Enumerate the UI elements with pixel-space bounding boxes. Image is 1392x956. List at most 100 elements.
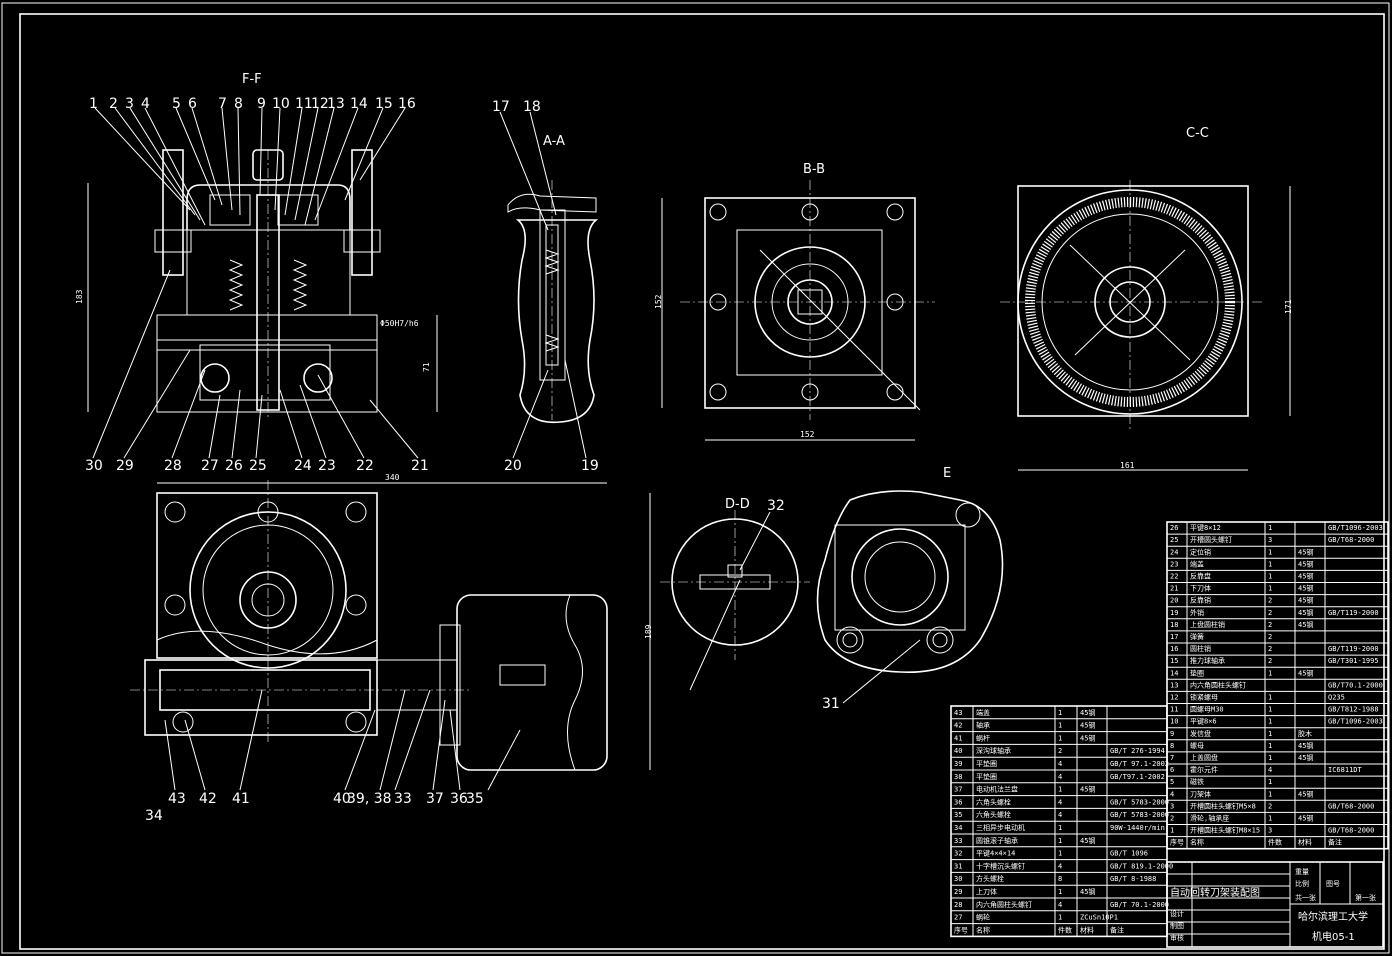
bom-cell-name: 方头螺栓 <box>976 874 1004 883</box>
title-weight: 重量 <box>1295 868 1309 876</box>
bom-cell-qty: 3 <box>1268 536 1272 544</box>
title-class: 机电05-1 <box>1312 930 1355 943</box>
bom-cell-mat: 45钢 <box>1298 668 1313 677</box>
part-label: 17 <box>492 99 510 115</box>
bom-cell-std: GB/T 1096 <box>1110 850 1148 858</box>
bom-cell-qty: 1 <box>1268 718 1272 726</box>
bom-cell-no: 22 <box>1170 573 1178 581</box>
bom-cell-name: 六角头螺栓 <box>976 810 1011 819</box>
ff-part-labels-top: 1 2 3 4 5 6 7 8 9 10 11 12 13 14 15 16 <box>89 96 416 112</box>
bom-cell-std: GB/T68-2000 <box>1328 536 1374 544</box>
part-label: 5 <box>172 96 181 112</box>
bom-cell-qty: 3 <box>1268 827 1272 835</box>
bom-cell-no: 37 <box>954 786 962 794</box>
bom-cell-no: 12 <box>1170 694 1178 702</box>
bom-cell-qty: 1 <box>1058 824 1062 832</box>
bom-cell-name: 端盖 <box>976 708 990 717</box>
bom-cell-no: 9 <box>1170 730 1174 738</box>
bom-header-qty: 件数 <box>1058 925 1072 934</box>
part-label: 31 <box>822 696 840 712</box>
bom-cell-qty: 2 <box>1268 657 1272 665</box>
bom-cell-no: 17 <box>1170 633 1178 641</box>
bom-cell-no: 36 <box>954 798 962 806</box>
bom-cell-std: GB/T 70.1-2000 <box>1110 901 1169 909</box>
section-ff-view: F-F 183 71 Φ50H7/h6 <box>75 72 438 459</box>
bom-cell-name: 外销 <box>1190 608 1204 617</box>
bom-cell-qty: 1 <box>1268 706 1272 714</box>
bom-cell-no: 20 <box>1170 597 1178 605</box>
bom-cell-qty: 2 <box>1268 633 1272 641</box>
bom-header-name: 名称 <box>976 925 990 934</box>
part-label: 33 <box>394 791 412 807</box>
title-drawing-no: 图号 <box>1326 880 1340 888</box>
bom-cell-std: GB/T 8-1988 <box>1110 875 1156 883</box>
part-label: 8 <box>234 96 243 112</box>
section-aa-view: A-A 17 18 20 19 <box>492 99 599 474</box>
bom-cell-mat: 45钢 <box>1080 785 1095 794</box>
bom-cell-no: 19 <box>1170 609 1178 617</box>
bom-cell-mat: 45钢 <box>1298 789 1313 798</box>
part-label: 22 <box>356 458 374 474</box>
bom-cell-name: 深沟球轴承 <box>976 746 1011 755</box>
part-label: 36 <box>450 791 468 807</box>
bom-cell-std: 90W-1440r/min <box>1110 824 1165 832</box>
bom-cell-name: 反靠销 <box>1190 596 1211 605</box>
bom-cell-no: 24 <box>1170 548 1178 556</box>
bom-cell-no: 21 <box>1170 585 1178 593</box>
bom-cell-mat: 45钢 <box>1298 741 1313 750</box>
bom-cell-qty: 2 <box>1268 609 1272 617</box>
bom-cell-qty: 2 <box>1268 621 1272 629</box>
bom-cell-name: 圆螺母M30 <box>1190 705 1224 714</box>
bom-cell-std: GB/T1096-2003 <box>1328 718 1383 726</box>
bom-cell-name: 推力球轴承 <box>1190 656 1225 665</box>
bom-cell-name: 锁紧螺母 <box>1190 693 1218 702</box>
cc-width-dim: 161 <box>1120 461 1135 470</box>
part-label: 27 <box>201 458 219 474</box>
bom-cell-name: 六角头螺栓 <box>976 797 1011 806</box>
section-e-view: E 31 <box>816 466 1004 712</box>
part-label: 3 <box>125 96 134 112</box>
bom-cell-no: 39 <box>954 760 962 768</box>
bom-cell-no: 41 <box>954 734 962 742</box>
ff-part-labels-bottom: 30 29 28 27 26 25 24 23 22 21 <box>85 458 429 474</box>
bom-cell-std: GB/T1096-2003 <box>1328 524 1383 532</box>
part-label: 21 <box>411 458 429 474</box>
part-label: 24 <box>294 458 312 474</box>
bom-cell-std: GB/T70.1-2000 <box>1328 681 1383 689</box>
bom-cell-name: 平键4×4×14 <box>976 849 1015 858</box>
bom-cell-mat: ZCuSn10P1 <box>1080 914 1118 922</box>
bom-cell-mat: 45钢 <box>1298 559 1313 568</box>
part-label: 16 <box>398 96 416 112</box>
bom-cell-name: 蜗轮 <box>976 913 990 922</box>
section-cc-title: C-C <box>1186 126 1209 141</box>
bom-cell-qty: 1 <box>1058 734 1062 742</box>
bom-cell-name: 平键8×6 <box>1190 717 1217 726</box>
bom-cell-name: 上盖圆盘 <box>1190 753 1218 762</box>
bom-header-mat: 材料 <box>1080 925 1094 934</box>
bom-cell-name: 螺母 <box>1190 741 1204 750</box>
part-label: 32 <box>767 498 785 514</box>
bom-header-mat: 材料 <box>1298 838 1312 847</box>
bom-cell-name: 平垫圈 <box>976 772 997 781</box>
bom-cell-mat: 45钢 <box>1298 620 1313 629</box>
bom-cell-mat: 45钢 <box>1298 572 1313 581</box>
bom-cell-name: 霍尔元件 <box>1190 765 1218 774</box>
bom-cell-qty: 1 <box>1268 560 1272 568</box>
bom-cell-no: 6 <box>1170 766 1174 774</box>
part-label: 9 <box>257 96 266 112</box>
part-label: 20 <box>504 458 522 474</box>
part-label: 34 <box>145 808 163 824</box>
title-school: 哈尔滨理工大学 <box>1298 910 1368 923</box>
bom-cell-name: 刀架体 <box>1190 789 1211 798</box>
section-bb-title: B-B <box>803 162 825 177</box>
bom-cell-mat: 45钢 <box>1298 584 1313 593</box>
bom-cell-qty: 1 <box>1058 914 1062 922</box>
bom-cell-qty: 1 <box>1268 524 1272 532</box>
bom-cell-qty: 1 <box>1268 815 1272 823</box>
section-e-title: E <box>943 466 951 481</box>
part-label: 42 <box>199 791 217 807</box>
bom-cell-no: 42 <box>954 722 962 730</box>
bom-cell-no: 11 <box>1170 706 1178 714</box>
bom-cell-qty: 2 <box>1058 747 1062 755</box>
